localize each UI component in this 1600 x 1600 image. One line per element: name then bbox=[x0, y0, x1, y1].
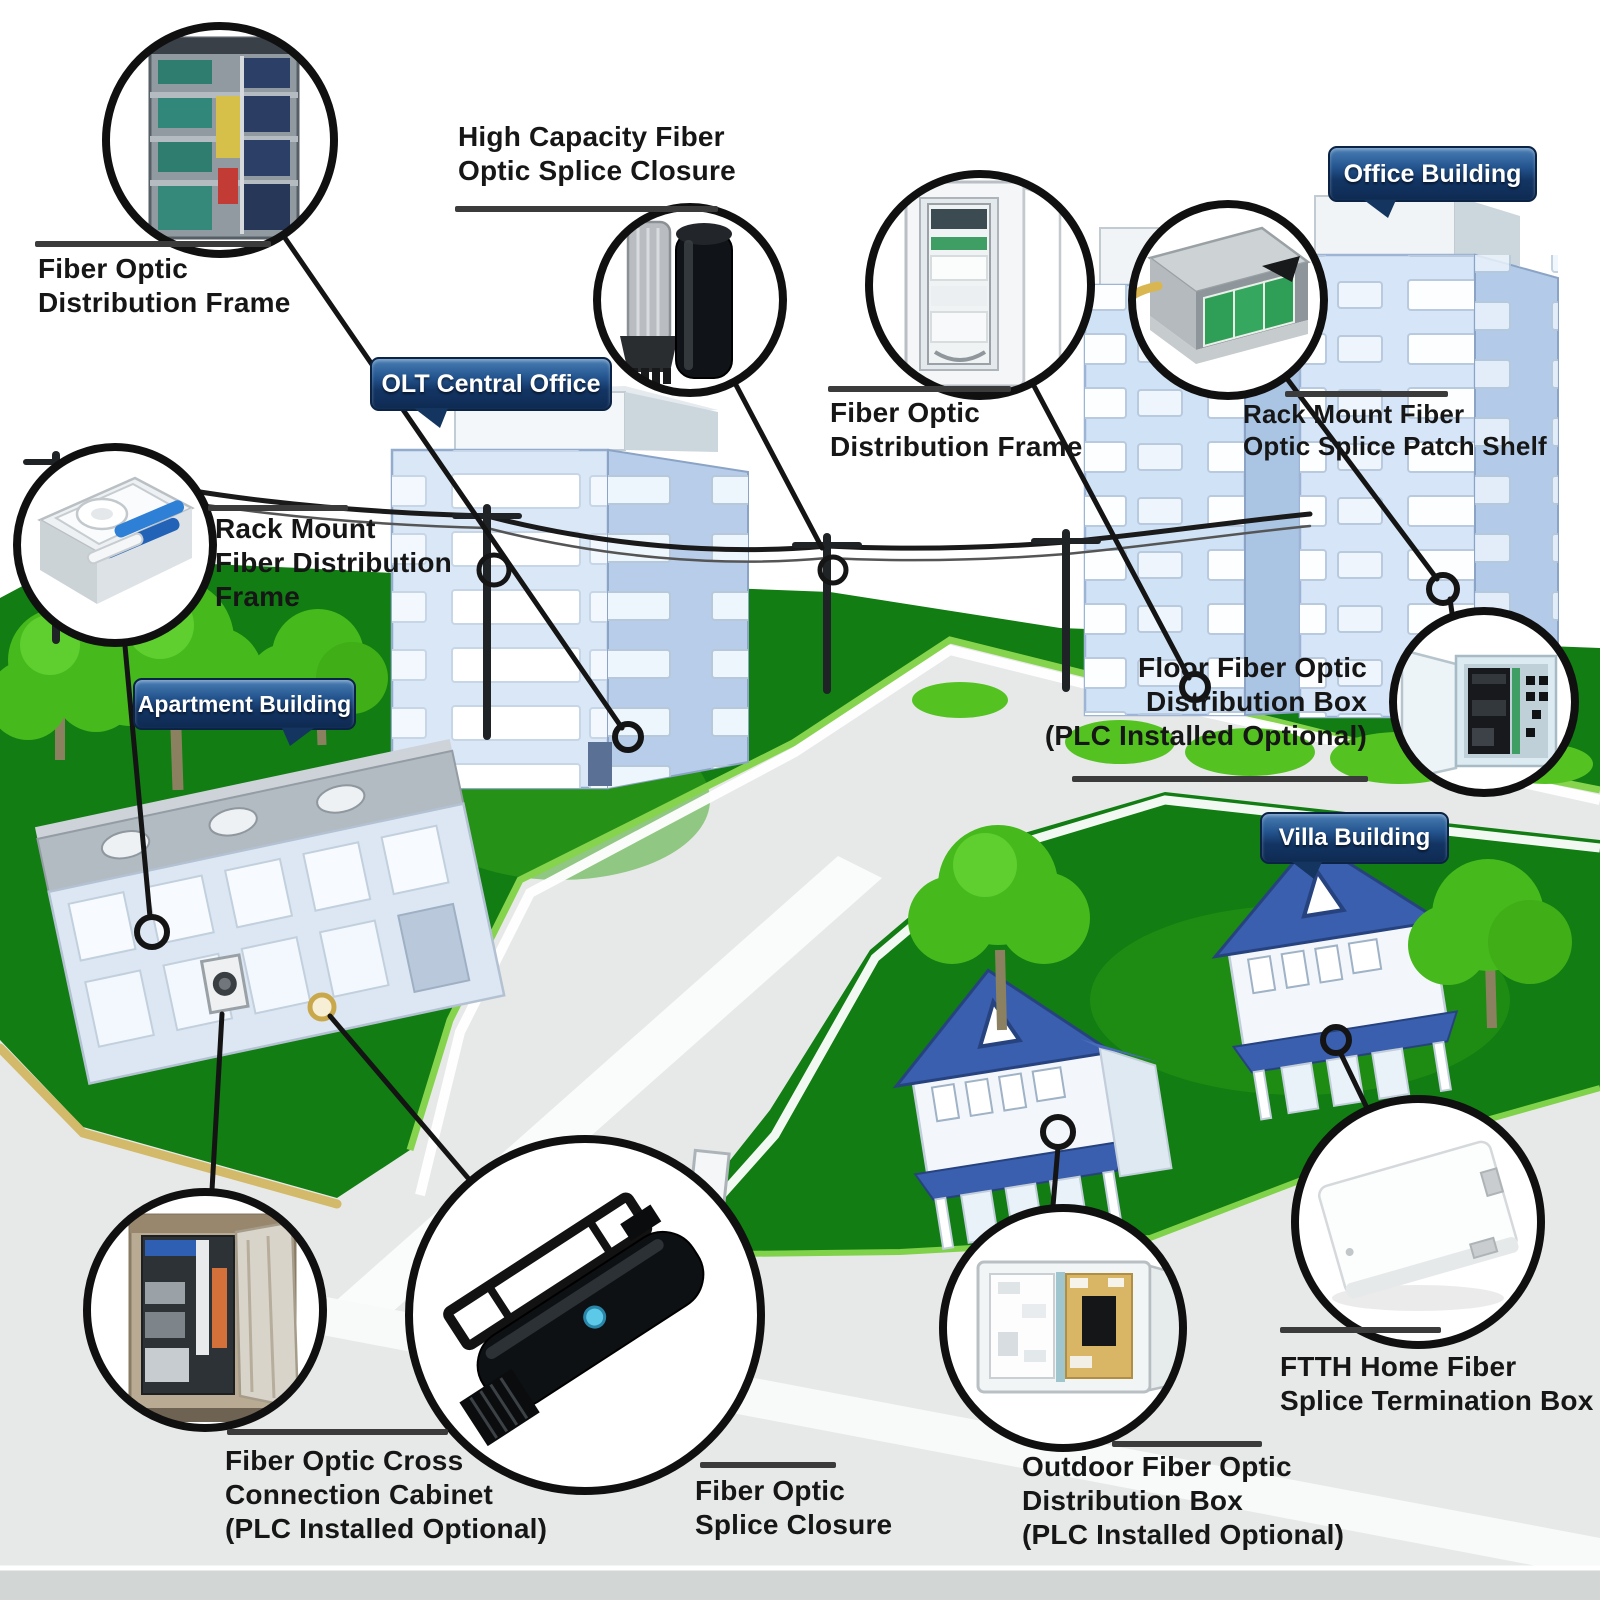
callout-circle-rm-distribution-frame bbox=[13, 443, 217, 647]
label-underline-rm-distribution-frame bbox=[208, 505, 348, 511]
street-markers bbox=[134, 572, 1460, 1218]
bush bbox=[1065, 720, 1175, 764]
label-underline-outdoor-box bbox=[1112, 1441, 1262, 1447]
badge-villa-building: Villa Building bbox=[1260, 812, 1449, 879]
villa2-dormer bbox=[1301, 867, 1347, 919]
leader-line bbox=[327, 1013, 471, 1181]
badge-label: Apartment Building bbox=[137, 690, 352, 717]
badge-tail bbox=[1364, 200, 1396, 218]
badge-label: Office Building bbox=[1343, 159, 1522, 188]
aerial-cable-2 bbox=[54, 472, 1312, 563]
patch-shelf-photo bbox=[1132, 226, 1311, 364]
olt-door bbox=[588, 742, 612, 786]
fodf-cabinet-photo bbox=[904, 180, 1062, 388]
label-underline-high-capacity-closure bbox=[455, 206, 718, 212]
tree bbox=[1408, 859, 1572, 1029]
callout-circle-fodf-center bbox=[865, 170, 1095, 400]
utility-pole bbox=[792, 533, 862, 694]
callout-label-fodf-left: Fiber Optic Distribution Frame bbox=[38, 253, 291, 319]
aerial-cable bbox=[53, 459, 1313, 553]
label-underline-ftth-box bbox=[1280, 1327, 1441, 1333]
label-underline-fodf-center bbox=[828, 386, 1011, 392]
pedestal-cabinet bbox=[199, 953, 250, 1015]
villa-house-2 bbox=[1211, 838, 1459, 1121]
callout-label-rm-distribution-frame: Rack Mount Fiber Distribution Frame bbox=[215, 513, 452, 613]
callout-label-cross-connection-cabinet: Fiber Optic Cross Connection Cabinet (PL… bbox=[225, 1445, 548, 1545]
badge-tail bbox=[282, 728, 314, 746]
callout-circle-ftth-box bbox=[1291, 1095, 1545, 1349]
outdoor-box-photo bbox=[976, 1260, 1183, 1394]
label-underline-splice-closure bbox=[700, 1462, 836, 1468]
splice-closure-black-photo bbox=[443, 1192, 705, 1447]
label-underline-patch-shelf bbox=[1285, 391, 1448, 397]
label-underline-floor-box bbox=[1072, 776, 1368, 782]
splice-closure-photo bbox=[620, 220, 733, 384]
callout-circle-floor-box bbox=[1389, 607, 1579, 797]
leader-line bbox=[122, 643, 153, 920]
tree bbox=[908, 825, 1090, 1031]
leader-line bbox=[209, 1011, 225, 1193]
floor-box-photo bbox=[1400, 648, 1558, 782]
badge-label: Villa Building bbox=[1278, 824, 1431, 851]
curb-yellow bbox=[0, 1043, 342, 1209]
leader-line bbox=[1447, 596, 1455, 616]
villa2-awning bbox=[1231, 1010, 1459, 1074]
badge-tail bbox=[414, 408, 448, 428]
badge-olt-central-office: OLT Central Office bbox=[370, 357, 612, 428]
cable-slack-coil bbox=[476, 552, 512, 588]
badge-label: OLT Central Office bbox=[381, 369, 601, 398]
callout-circle-patch-shelf bbox=[1128, 200, 1328, 400]
bottom-road-strip bbox=[0, 1568, 1600, 1600]
leader-line bbox=[1337, 1049, 1369, 1109]
cross-cabinet-photo bbox=[128, 1213, 300, 1422]
label-underline-cross-connection-cabinet bbox=[227, 1429, 448, 1435]
badge-office-building: Office Building bbox=[1328, 146, 1537, 218]
callout-circle-fodf-left bbox=[102, 22, 338, 258]
marker-ring bbox=[1320, 1024, 1352, 1056]
callout-label-splice-closure: Fiber Optic Splice Closure bbox=[695, 1475, 893, 1541]
callout-label-high-capacity-closure: High Capacity Fiber Optic Splice Closure bbox=[458, 121, 736, 187]
label-underline-fodf-left bbox=[35, 241, 271, 247]
fodf-rack-photo bbox=[148, 36, 300, 240]
callout-circle-cross-connection-cabinet bbox=[83, 1188, 327, 1432]
ftth-box-photo bbox=[1317, 1140, 1519, 1311]
leader-line bbox=[1285, 377, 1440, 582]
marker-ring bbox=[1426, 572, 1460, 606]
marker-ring bbox=[1179, 671, 1211, 703]
utility-pole bbox=[1031, 529, 1101, 692]
distribution-tray-photo bbox=[37, 476, 195, 604]
cable-slack-coil bbox=[817, 554, 849, 586]
leader-line bbox=[733, 382, 825, 551]
apartment-building bbox=[34, 739, 506, 1085]
marker-ring bbox=[612, 721, 644, 753]
leader-line bbox=[1031, 383, 1192, 681]
olt-building bbox=[390, 386, 749, 790]
marker-ring-gold bbox=[307, 992, 337, 1022]
badge-apartment-building: Apartment Building bbox=[133, 678, 356, 746]
callout-label-ftth-box: FTTH Home Fiber Splice Termination Box bbox=[1280, 1351, 1594, 1417]
badge-tail bbox=[1292, 862, 1322, 879]
aerial-plant bbox=[23, 451, 1313, 740]
leader-lines bbox=[122, 235, 1455, 1209]
callout-label-patch-shelf: Rack Mount Fiber Optic Splice Patch Shel… bbox=[1243, 399, 1547, 461]
callout-label-floor-box: Floor Fiber Optic Distribution Box (PLC … bbox=[1044, 652, 1367, 752]
callout-label-outdoor-box: Outdoor Fiber Optic Distribution Box (PL… bbox=[1022, 1451, 1345, 1551]
leader-line bbox=[282, 235, 625, 731]
leader-line bbox=[1050, 1144, 1061, 1209]
utility-pole bbox=[452, 504, 522, 740]
callout-circle-high-capacity-closure bbox=[593, 203, 787, 397]
bush bbox=[912, 682, 1008, 718]
callout-label-fodf-center: Fiber Optic Distribution Frame bbox=[830, 397, 1083, 463]
callout-circle-outdoor-box bbox=[939, 1204, 1187, 1452]
bush bbox=[1185, 728, 1315, 776]
callout-circle-splice-closure bbox=[405, 1135, 765, 1495]
